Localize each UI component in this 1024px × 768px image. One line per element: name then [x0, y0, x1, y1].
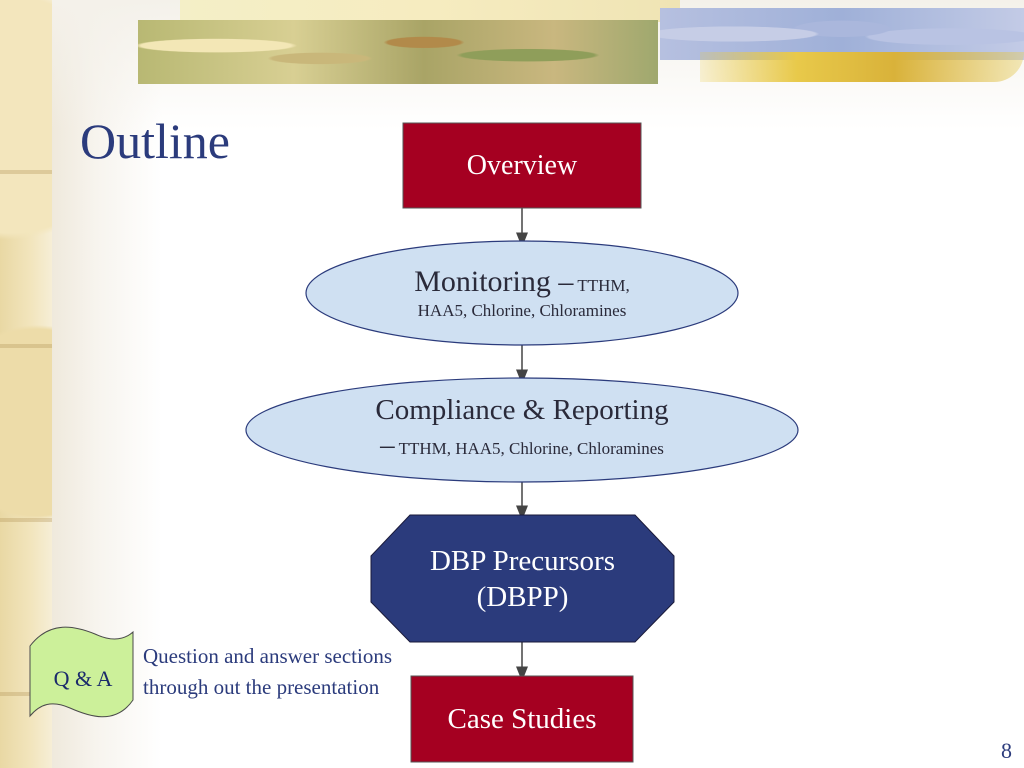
monitoring-sub-inline: TTHM,: [577, 276, 630, 295]
case-studies-box: [410, 675, 634, 763]
qa-label: Q & A: [53, 666, 113, 691]
page-number: 8: [1001, 738, 1012, 763]
compliance-text: Compliance & Reporting – TTHM, HAA5, Chl…: [300, 394, 744, 462]
compliance-main: Compliance & Reporting: [375, 394, 669, 426]
dbp-octagon: [370, 514, 675, 643]
monitoring-ellipse: [305, 240, 739, 346]
monitoring-text: Monitoring – TTHM, HAA5, Chlorine, Chlor…: [330, 265, 714, 321]
compliance-sub-line: – TTHM, HAA5, Chlorine, Chloramines: [300, 429, 744, 462]
dbp-line2: (DBPP): [476, 581, 569, 613]
case-studies-label: Case Studies: [447, 703, 597, 735]
banner-blue-image: [660, 8, 1024, 60]
compliance-dash: –: [380, 429, 395, 461]
monitoring-sub: HAA5, Chlorine, Chloramines: [417, 301, 627, 320]
qa-shape: [29, 626, 134, 718]
compliance-ellipse: [245, 377, 799, 483]
banner-wheat-image: [700, 52, 1024, 82]
monitoring-main-line: Monitoring – TTHM,: [330, 265, 714, 299]
dbp-text: DBP Precursors (DBPP): [371, 543, 674, 615]
overview-box: [402, 122, 642, 209]
banner-leaves-image: [138, 20, 658, 84]
banner-top-strip: [180, 0, 680, 22]
slide-title: Outline: [80, 113, 230, 169]
qa-note: Question and answer sections through out…: [143, 644, 393, 699]
compliance-sub: TTHM, HAA5, Chlorine, Chloramines: [398, 439, 664, 458]
overview-label: Overview: [466, 150, 578, 181]
dbp-line1: DBP Precursors: [429, 545, 615, 577]
monitoring-main: Monitoring –: [414, 265, 574, 298]
